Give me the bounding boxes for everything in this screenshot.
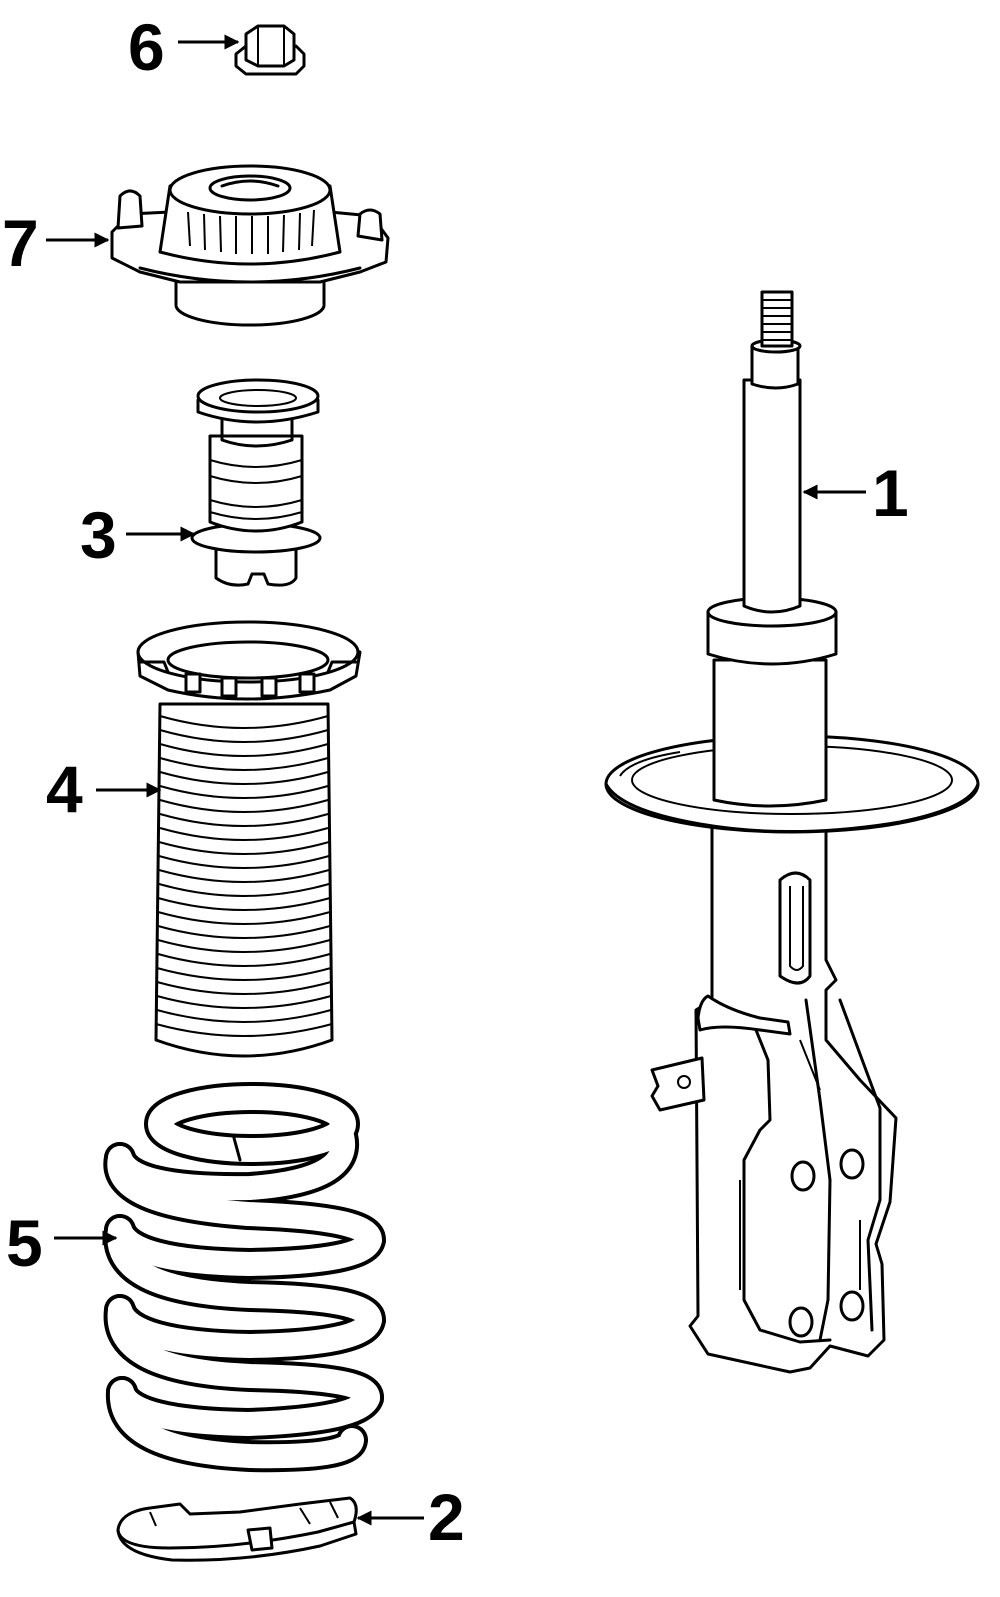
callout-4: 4: [46, 752, 162, 826]
part-3-bump-stop: [190, 378, 322, 587]
part-2-spring-seat: [116, 1496, 358, 1562]
part-4-dust-boot: [136, 620, 362, 1058]
callout-2: 2: [356, 1480, 465, 1554]
callout-number-3: 3: [80, 498, 117, 572]
callout-number-1: 1: [872, 456, 909, 530]
callout-3: 3: [80, 498, 196, 572]
part-5-coil-spring: [103, 1082, 387, 1473]
callout-number-5: 5: [6, 1206, 43, 1280]
callout-number-2: 2: [428, 1480, 465, 1554]
callout-number-6: 6: [128, 10, 165, 84]
part-1-strut-assembly: [604, 290, 980, 1374]
part-7-strut-mount: [110, 164, 390, 327]
callout-1: 1: [802, 456, 909, 530]
callout-number-7: 7: [2, 206, 39, 280]
callout-5: 5: [6, 1206, 118, 1280]
callout-6: 6: [128, 10, 240, 84]
callout-7: 7: [2, 206, 110, 280]
callout-number-4: 4: [46, 752, 83, 826]
part-6-nut: [234, 24, 306, 76]
